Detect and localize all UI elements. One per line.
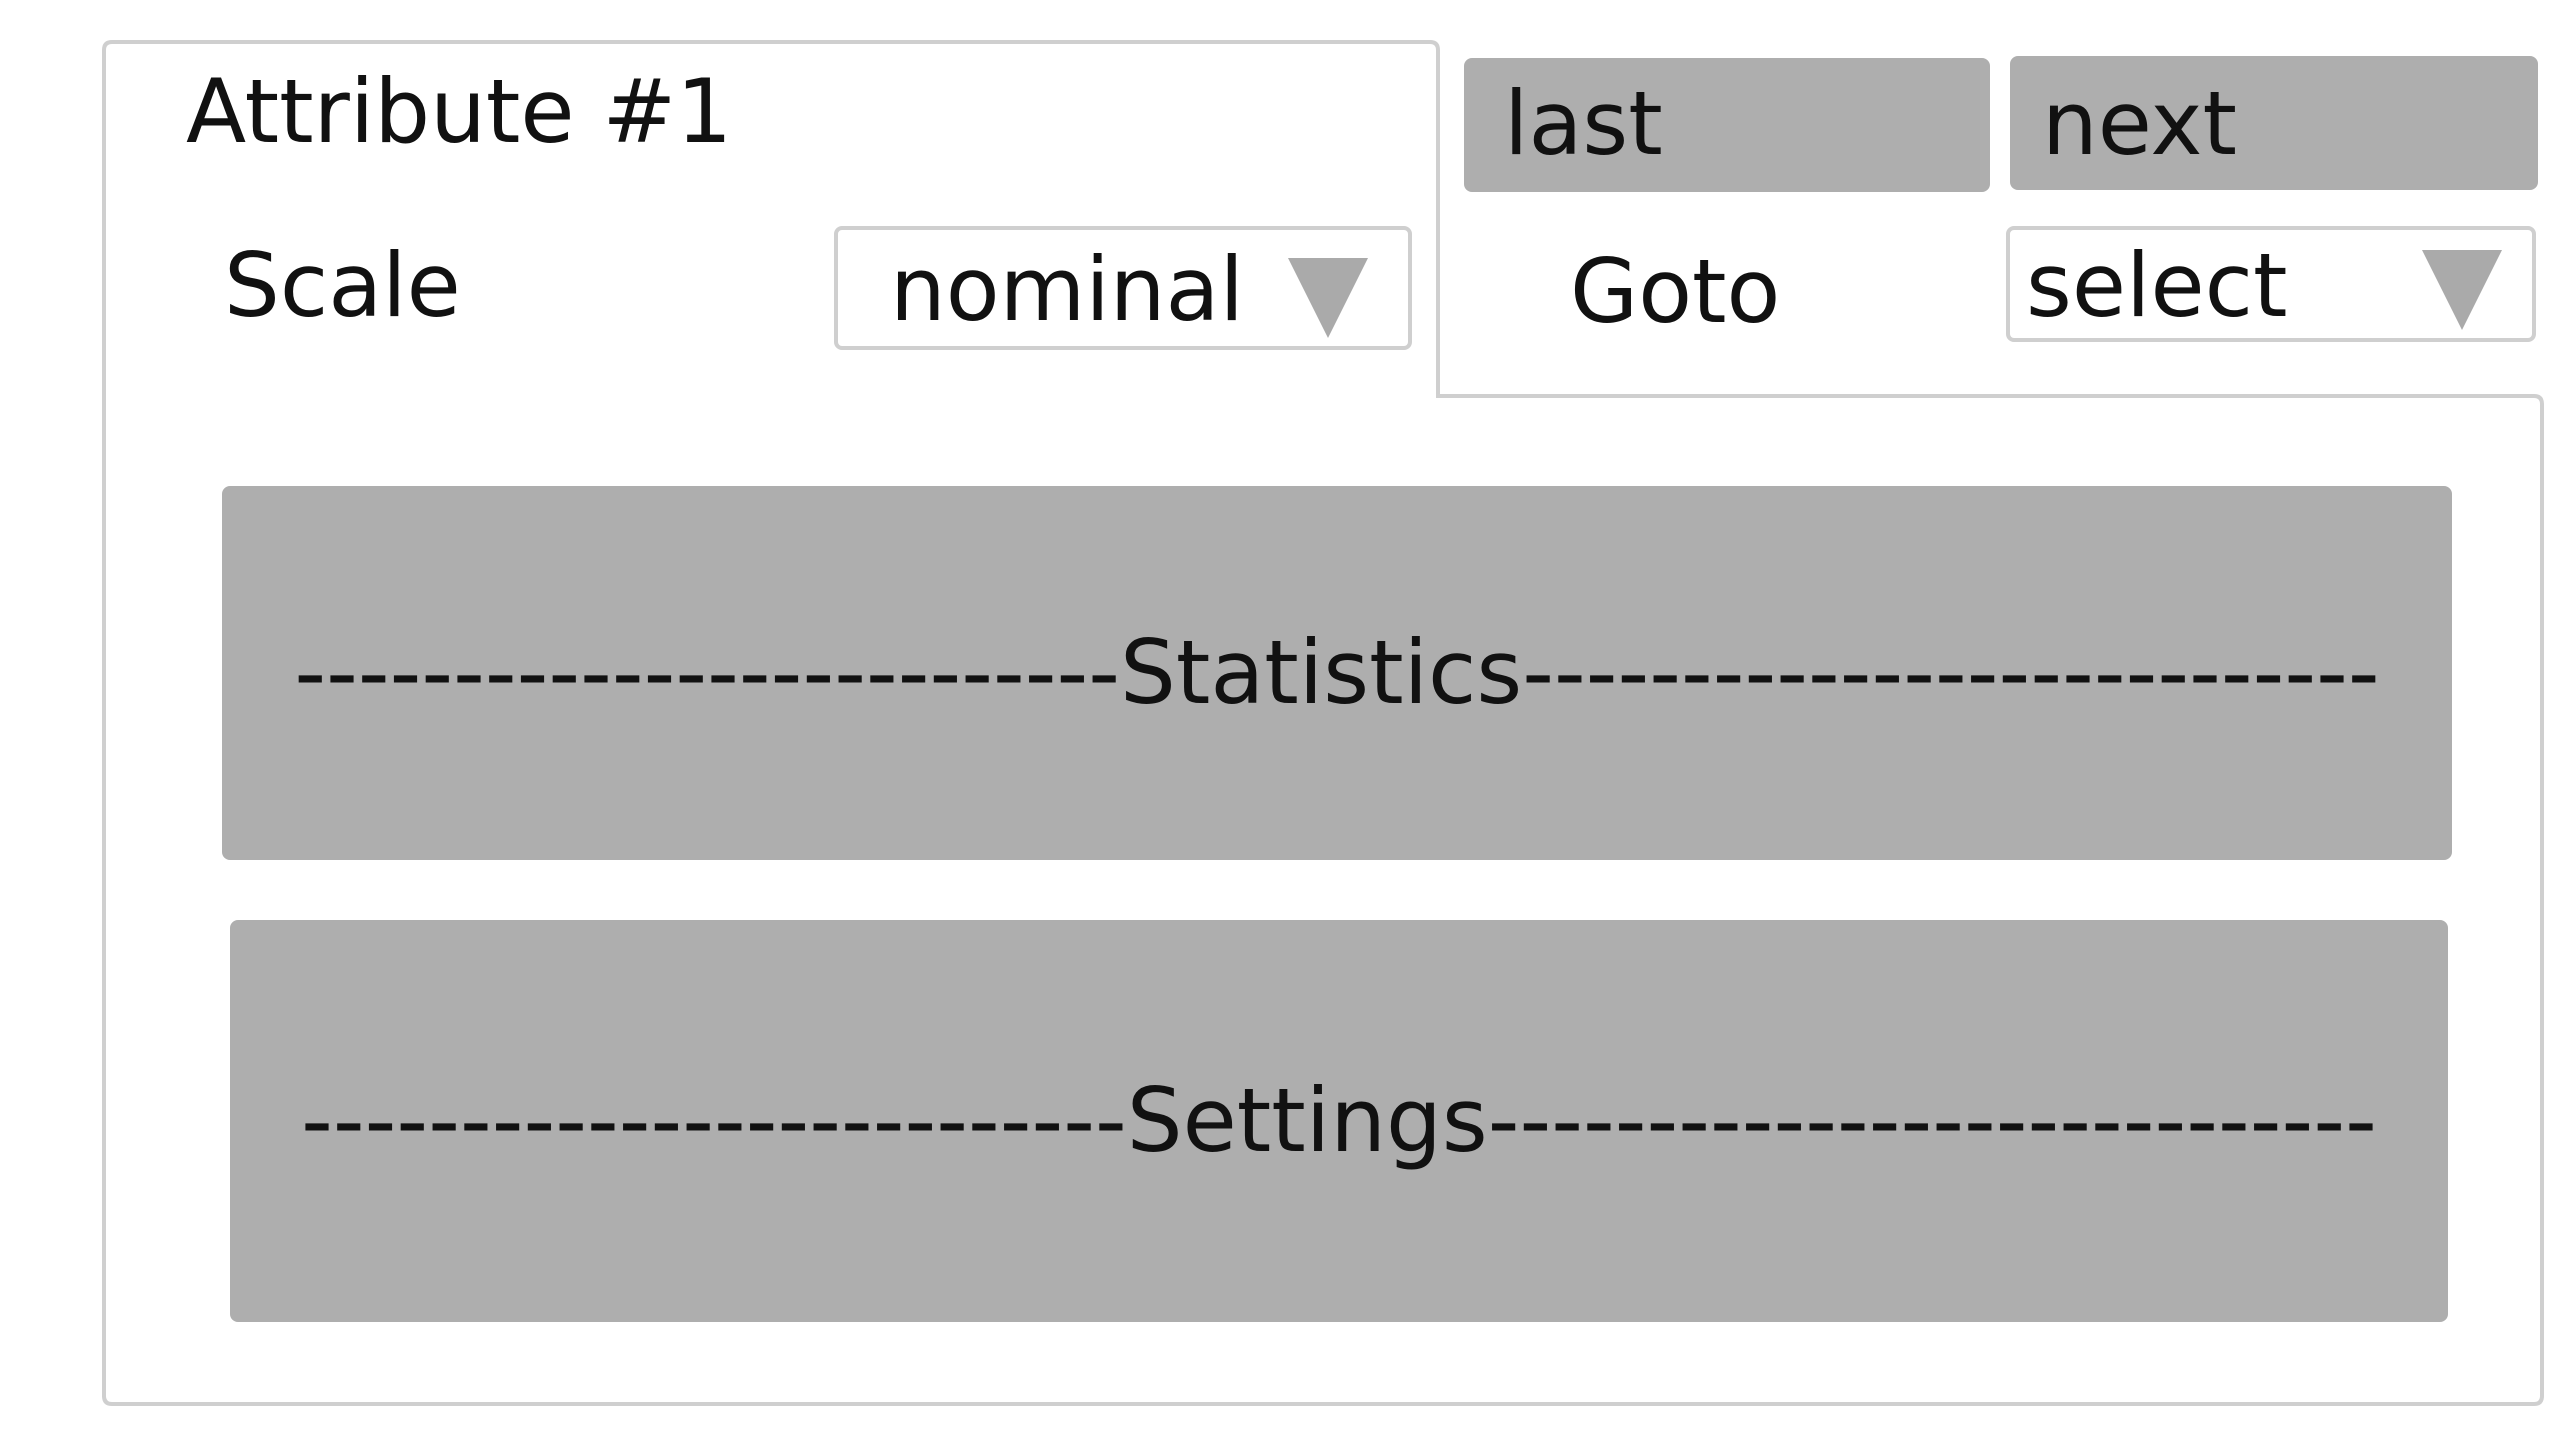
scale-label: Scale [224,234,461,337]
attribute-title: Attribute #1 [186,60,733,163]
goto-select[interactable]: select [2006,226,2536,342]
last-button-label: last [1504,72,1663,175]
statistics-button-label: --------------------------Statistics----… [294,621,2380,724]
last-button[interactable]: last [1464,58,1990,192]
goto-select-value: select [2026,234,2288,337]
triangle-down-icon [1288,258,1368,338]
scale-select[interactable]: nominal [834,226,1412,350]
goto-label: Goto [1570,240,1781,343]
next-button-label: next [2042,72,2237,175]
triangle-down-icon [2422,250,2502,330]
next-button[interactable]: next [2010,56,2538,190]
scale-select-value: nominal [890,238,1244,341]
statistics-button[interactable]: --------------------------Statistics----… [222,486,2452,860]
settings-button[interactable]: --------------------------Settings------… [230,920,2448,1322]
settings-button-label: --------------------------Settings------… [301,1069,2377,1172]
